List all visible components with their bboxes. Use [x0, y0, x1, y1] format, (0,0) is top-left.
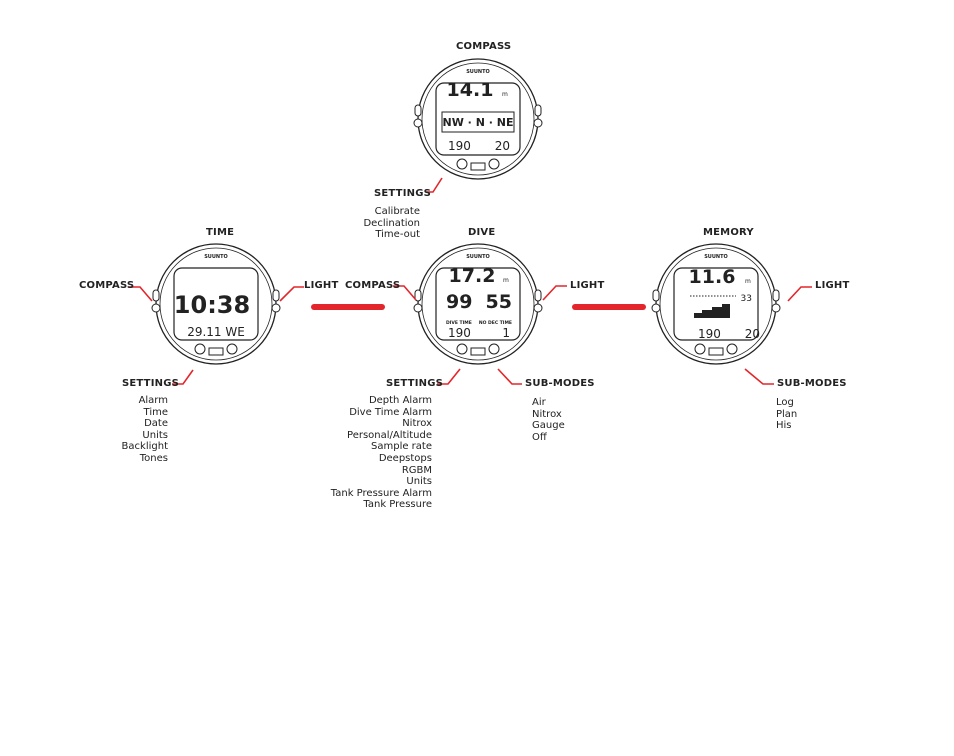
list-item: Plan [776, 408, 798, 420]
dive-settings-list: Depth Alarm Dive Time Alarm Nitrox Perso… [331, 395, 432, 511]
list-item: Calibrate [374, 206, 420, 217]
list-item: His [776, 420, 792, 432]
brand-label: SUUNTO [204, 254, 228, 260]
list-item: Tank Pressure [363, 499, 432, 511]
list-item: RGBM [401, 464, 432, 476]
date-display: 29.11 WE [187, 325, 245, 339]
no-dec-label: NO DEC TIME [479, 320, 512, 326]
list-item: Nitrox [402, 418, 432, 430]
memory-title: MEMORY [703, 227, 754, 238]
list-item: Log [776, 397, 794, 408]
pointer-lines [128, 177, 812, 385]
watch-dive [413, 243, 543, 365]
time-settings-list: Alarm Time Date Units Backlight Tones [122, 395, 168, 465]
list-item: Tank Pressure Alarm [330, 487, 432, 499]
dive-depth: 17.2 [449, 265, 496, 287]
list-item: Gauge [532, 420, 565, 432]
dive-right-value: 55 [486, 291, 512, 313]
dive-settings-title: SETTINGS [386, 378, 444, 389]
memory-unit: m [745, 278, 751, 285]
dive-submodes-list: Air Nitrox Gauge Off [532, 397, 565, 443]
compass-unit: m [502, 91, 508, 98]
time-left-label: COMPASS [79, 280, 135, 291]
memory-submodes-title: SUB-MODES [777, 378, 847, 389]
dive-title: DIVE [468, 227, 496, 238]
time-settings-title: SETTINGS [122, 378, 180, 389]
list-item: Nitrox [532, 408, 562, 420]
list-item: Time [143, 406, 168, 418]
list-item: Units [406, 476, 432, 488]
list-item: Tones [139, 452, 168, 464]
list-item: Dive Time Alarm [349, 406, 432, 418]
compass-left-value: 190 [448, 139, 471, 153]
list-item: Off [532, 431, 547, 443]
dive-left-label: COMPASS [345, 280, 401, 291]
memory-right-label: LIGHT [815, 280, 850, 291]
list-item: Depth Alarm [368, 395, 432, 406]
dive-unit: m [503, 277, 509, 284]
compass-right-value: 20 [495, 139, 510, 153]
dive-time-label: DIVE TIME [446, 320, 472, 326]
watch-memory [651, 243, 781, 365]
list-item: Personal/Altitude [347, 429, 432, 441]
brand-label: SUUNTO [466, 69, 490, 75]
time-display: 10:38 [174, 291, 250, 319]
compass-top-title: COMPASS [456, 41, 512, 52]
time-title: TIME [206, 227, 235, 238]
compass-depth: 14.1 [447, 79, 494, 101]
memory-profile-graph [694, 304, 730, 318]
compass-settings-list: Calibrate Declination Time-out [363, 206, 420, 241]
brand-label: SUUNTO [466, 254, 490, 260]
compass-heading: NW · N · NE [443, 116, 514, 129]
brand-label: SUUNTO [704, 254, 728, 260]
list-item: Backlight [121, 441, 168, 453]
list-item: Declination [363, 217, 420, 229]
list-item: Units [142, 429, 168, 441]
list-item: Time-out [375, 229, 420, 241]
memory-right-value: 20 [745, 327, 760, 341]
dive-left-value: 99 [446, 291, 472, 313]
list-item: Alarm [138, 395, 168, 406]
list-item: Sample rate [371, 441, 432, 453]
memory-time: 33 [741, 294, 752, 304]
memory-left-value: 190 [698, 327, 721, 341]
dive-submodes-title: SUB-MODES [525, 378, 595, 389]
dive-bottom-left: 190 [448, 326, 471, 340]
list-item: Air [532, 397, 546, 408]
memory-submodes-list: Log Plan His [776, 397, 797, 432]
dive-right-label: LIGHT [570, 280, 605, 291]
list-item: Deepstops [378, 452, 432, 464]
compass-settings-title: SETTINGS [374, 188, 432, 199]
list-item: Date [144, 418, 168, 430]
time-right-label: LIGHT [304, 280, 339, 291]
dive-bottom-right: 1 [502, 326, 510, 340]
memory-depth: 11.6 [689, 266, 736, 288]
